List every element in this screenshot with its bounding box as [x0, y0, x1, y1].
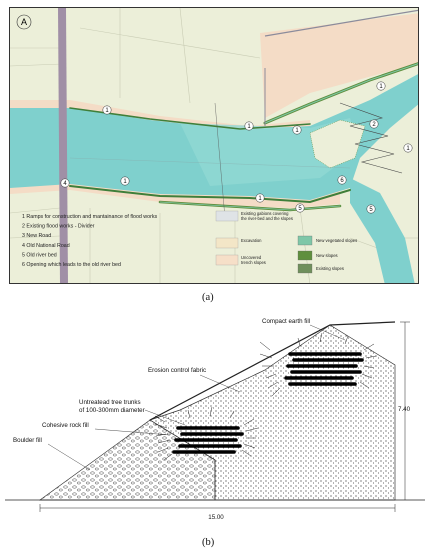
legend-swatch: [297, 250, 313, 261]
legend-swatch: [215, 254, 239, 266]
tree-trunks-lower: [172, 426, 244, 454]
legend-swatch: [215, 237, 239, 249]
map-marker: 5: [295, 203, 305, 213]
zigzag-flood-works: [339, 102, 403, 174]
old-river-bed: [350, 178, 415, 283]
map-marker: 1: [403, 143, 413, 153]
svg-text:Boulder fill: Boulder fill: [13, 437, 42, 444]
legend-swatch-label: the river-bed and the slopes: [241, 216, 293, 221]
legend-swatch-label: trench slopes: [241, 260, 266, 265]
legend-item: 3 New Road: [22, 233, 51, 239]
svg-text:2: 2: [372, 122, 376, 128]
section-line: [214, 102, 226, 219]
label-erosion-control: Erosion control fabric: [148, 367, 241, 393]
cross-section-drawing: 15.00 7.40 Compact earth fill Erosion co…: [5, 318, 425, 521]
map-marker: 1: [120, 176, 130, 186]
legend-item: 4 Old National Road: [22, 243, 70, 249]
svg-text:15.00: 15.00: [208, 514, 224, 521]
legend-swatch-label: New slopes: [316, 253, 338, 258]
legend-swatch-label: Existing gabions covering: [241, 211, 289, 216]
label-cohesive-rock: Cohesive rock fill: [42, 422, 171, 436]
map-marker: 1: [376, 81, 386, 91]
caption-b: (b): [202, 537, 215, 548]
svg-text:1: 1: [406, 146, 410, 152]
upper-right-bank: [260, 13, 418, 118]
legend-swatch-label: Existing slopes: [316, 266, 344, 271]
legend-swatch: [297, 263, 313, 274]
new-road: [264, 9, 418, 37]
tree-trunks-upper: [284, 352, 364, 386]
svg-text:5: 5: [369, 207, 373, 213]
svg-text:Cohesive rock fill: Cohesive rock fill: [42, 422, 89, 429]
cohesive-rock-fill: [149, 324, 396, 501]
legend: 1 Ramps for construction and mantainance…: [22, 210, 357, 274]
brush-vegetation: [154, 332, 377, 461]
dimension-width: 15.00: [39, 504, 396, 521]
svg-text:of 100-300mm diameter: of 100-300mm diameter: [79, 407, 145, 414]
legend-item: 6 Opening which leads to the old river b…: [22, 262, 121, 268]
dimension-height: 7.40: [398, 321, 411, 500]
map-marker: 6: [337, 175, 347, 185]
map-marker: 1: [102, 105, 112, 115]
cross-section-panel: 15.00 7.40 Compact earth fill Erosion co…: [0, 310, 428, 532]
erosion-control-fabric: [149, 321, 396, 421]
map-markers: 1 1 1 1 1 1 1 2 4 5 5 6: [60, 81, 413, 214]
legend-item: 2 Existing flood works - Divider: [22, 224, 95, 230]
svg-text:Erosion control fabric: Erosion control fabric: [148, 367, 206, 374]
map-marker: 4: [60, 178, 70, 188]
label-boulder-fill: Boulder fill: [13, 437, 91, 471]
centerline: [69, 157, 351, 169]
svg-text:1: 1: [247, 124, 251, 130]
legend-swatch: [215, 210, 239, 222]
svg-text:Compact earth fill: Compact earth fill: [262, 318, 310, 325]
label-tree-trunks: Untreatead tree trunks of 100-300mm diam…: [79, 399, 186, 426]
svg-text:1: 1: [123, 179, 127, 185]
svg-text:7.40: 7.40: [398, 406, 411, 413]
svg-text:4: 4: [63, 181, 67, 187]
legend-swatch-label: New vegetated slopes: [316, 238, 357, 243]
map-marker: 1: [244, 121, 254, 131]
legend-swatch-label: Excavation: [241, 238, 262, 243]
legend-item: 5 Old river bed: [22, 252, 57, 258]
new-vegetated-slopes: [69, 62, 418, 212]
svg-text:A: A: [21, 17, 27, 27]
divider-island: [309, 119, 366, 169]
caption-a: (a): [202, 292, 214, 303]
svg-text:5: 5: [298, 206, 302, 212]
site-plan-map: A 1 1 1 1 1 1 1 2 4 5 5 6 1 Ramps for construction …: [10, 8, 418, 283]
map-marker: 5: [366, 204, 376, 214]
svg-text:Untreatead tree trunks: Untreatead tree trunks: [79, 399, 141, 406]
legend-swatch-label: Uncovered: [241, 255, 262, 260]
north-arrow-icon: A: [16, 14, 32, 30]
svg-text:1: 1: [295, 128, 299, 134]
site-plan-panel: A 1 1 1 1 1 1 1 2 4 5 5 6 1 Ramps for construction …: [9, 7, 419, 284]
label-compact-earth-fill: Compact earth fill: [262, 318, 346, 341]
legend-item: 1 Ramps for construction and mantainance…: [22, 214, 157, 220]
old-national-road: [58, 8, 68, 283]
map-marker: 1: [292, 125, 302, 135]
legend-swatch: [297, 235, 313, 246]
svg-text:1: 1: [379, 84, 383, 90]
svg-text:1: 1: [258, 196, 262, 202]
svg-text:1: 1: [105, 108, 109, 114]
svg-text:6: 6: [340, 178, 344, 184]
map-marker: 2: [369, 119, 379, 129]
map-marker: 1: [255, 193, 265, 203]
